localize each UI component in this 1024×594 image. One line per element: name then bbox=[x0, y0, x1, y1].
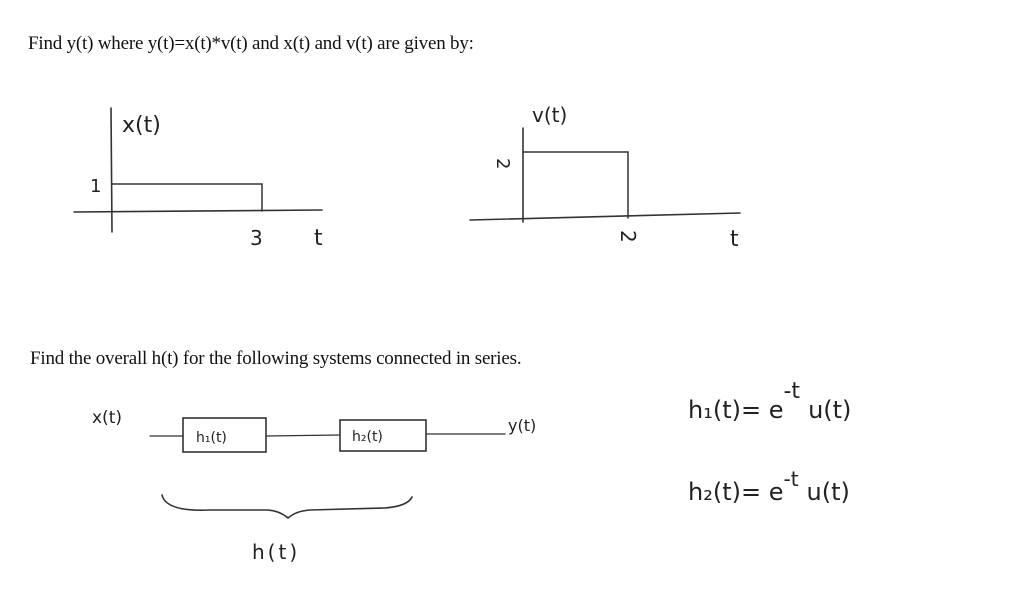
plot-x-pulse bbox=[111, 183, 263, 212]
question-2-text: Find the overall h(t) for the following … bbox=[30, 348, 522, 369]
block-h2 bbox=[339, 419, 427, 452]
plot-x-ylabel: x(t) bbox=[122, 113, 161, 138]
eq-h1-lhs: h₁(t)= e bbox=[688, 396, 783, 424]
plot-x-vertical-axis bbox=[110, 107, 113, 233]
eq-h2-rhs: u(t) bbox=[807, 478, 850, 506]
output-label: y(t) bbox=[508, 416, 536, 435]
question-1-text: Find y(t) where y(t)=x(t)*v(t) and x(t) … bbox=[28, 33, 474, 54]
eq-h2-exponent: -t bbox=[783, 467, 798, 491]
plot-x-t-axis bbox=[73, 209, 323, 213]
eq-h1-rhs: u(t) bbox=[808, 396, 851, 424]
brace-label: h(t) bbox=[252, 540, 300, 564]
plot-v-y-tick: 2 bbox=[492, 158, 513, 169]
plot-v-ylabel: v(t) bbox=[532, 103, 567, 127]
middle-wire bbox=[265, 434, 341, 437]
plot-v-x-tick: 2 bbox=[616, 230, 640, 243]
plot-v-pulse bbox=[522, 151, 629, 219]
eq-h2: h₂(t)= e-t u(t) bbox=[688, 467, 850, 506]
plot-x-xlabel: t bbox=[314, 226, 323, 251]
eq-h2-lhs: h₂(t)= e bbox=[688, 478, 783, 506]
eq-h1-exponent: -t bbox=[783, 379, 800, 404]
input-label: x(t) bbox=[92, 408, 122, 428]
block-h1 bbox=[182, 417, 267, 453]
plot-x-y-tick: 1 bbox=[90, 176, 101, 197]
plot-x-x-tick: 3 bbox=[250, 226, 263, 250]
series-brace bbox=[161, 494, 413, 520]
plot-x: x(t) 1 3 t bbox=[73, 107, 323, 251]
eq-h1: h₁(t)= e-t u(t) bbox=[688, 379, 851, 424]
block-h2-label: h₂(t) bbox=[352, 429, 383, 445]
block-diagram: x(t) h₁(t) h₂(t) y(t) h(t) bbox=[92, 408, 536, 564]
plot-v-xlabel: t bbox=[730, 227, 739, 252]
block-h1-label: h₁(t) bbox=[196, 430, 227, 446]
plot-v: v(t) 2 2 t bbox=[469, 103, 741, 252]
plot-v-t-axis bbox=[469, 212, 741, 221]
